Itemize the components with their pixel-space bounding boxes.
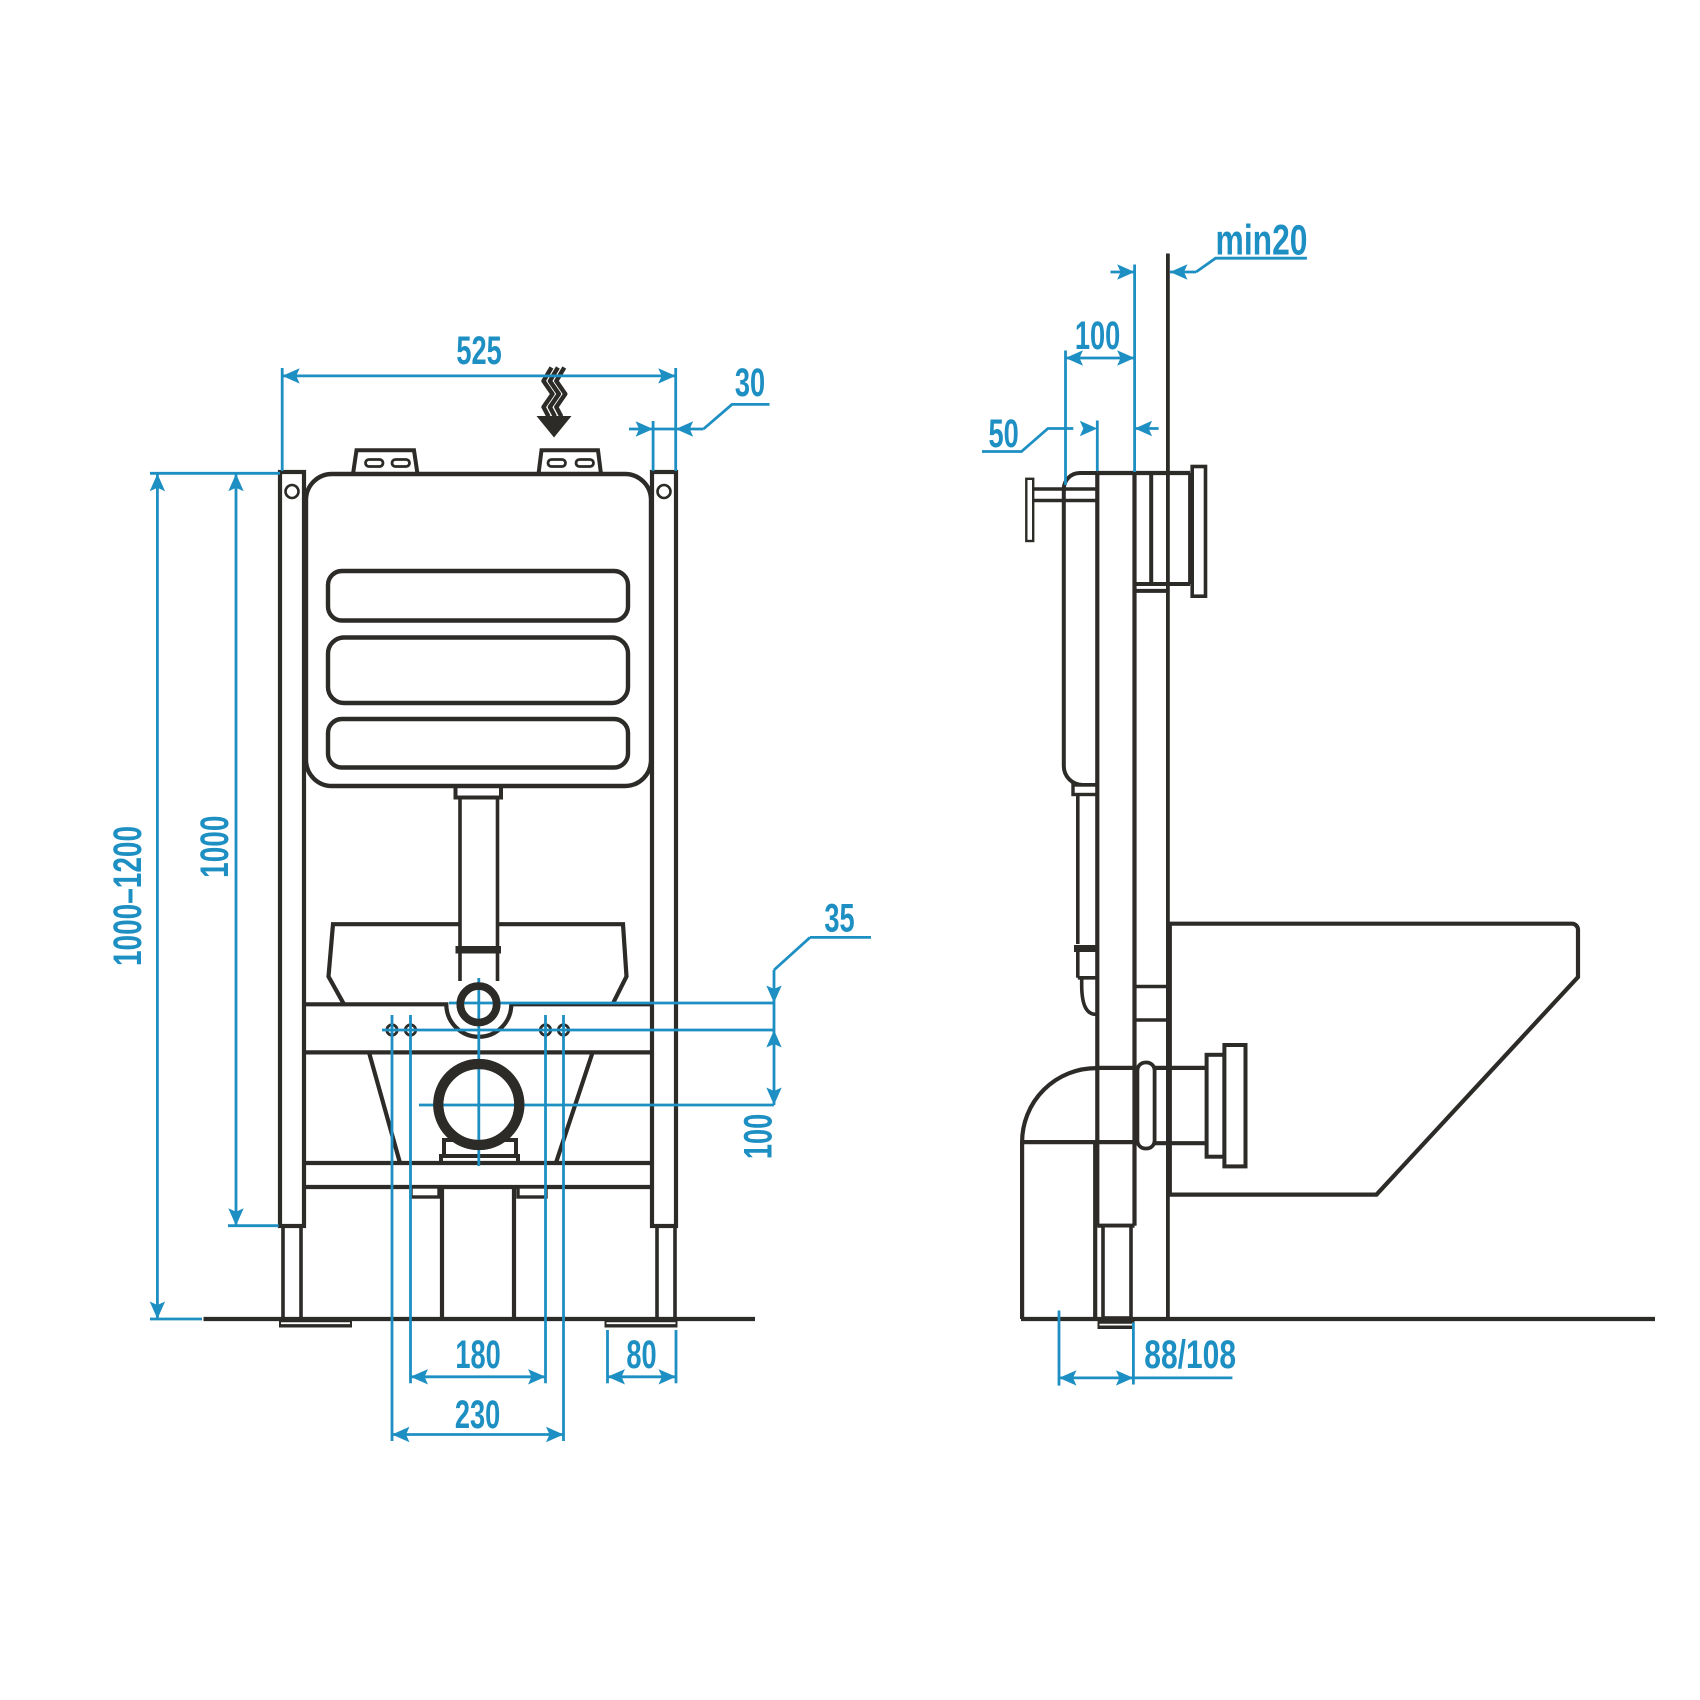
svg-text:88/108: 88/108 <box>1144 1333 1236 1377</box>
svg-text:30: 30 <box>735 361 765 405</box>
svg-text:100: 100 <box>736 1114 780 1159</box>
svg-text:1000–1200: 1000–1200 <box>106 826 150 966</box>
svg-text:180: 180 <box>455 1333 500 1377</box>
svg-text:1000: 1000 <box>193 816 237 878</box>
svg-text:80: 80 <box>626 1333 656 1377</box>
svg-text:525: 525 <box>456 329 501 373</box>
svg-text:230: 230 <box>455 1393 500 1437</box>
svg-text:100: 100 <box>1075 314 1120 358</box>
svg-text:35: 35 <box>824 896 854 940</box>
svg-text:min20: min20 <box>1216 217 1308 265</box>
svg-text:50: 50 <box>988 412 1018 456</box>
